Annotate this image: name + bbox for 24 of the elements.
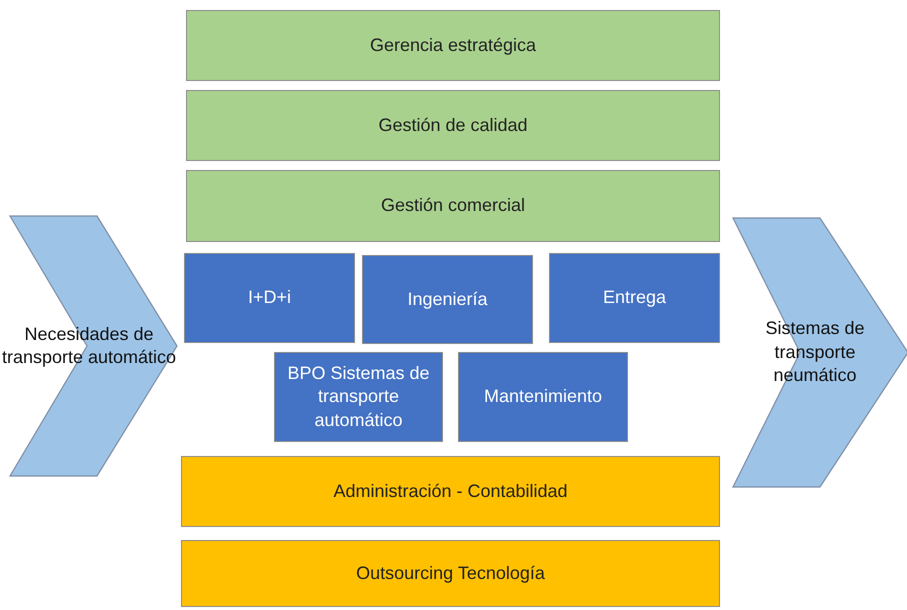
node-label: Administración - Contabilidad [333,480,568,503]
node-label: Mantenimiento [484,385,602,408]
node-label: Gerencia estratégica [370,34,536,57]
node-label: Gestión de calidad [378,114,528,137]
node-label: BPO Sistemas de transporte automático [286,362,431,432]
process-box [184,253,355,343]
node-label: Sistemas de transporte neumático [764,317,866,388]
node-label: Ingeniería [407,288,488,311]
node-label: Gestión comercial [380,194,526,218]
support-band [181,540,720,607]
process-band [186,170,720,242]
output-chevron [733,218,907,487]
node-label: Necesidades de transporte automático [1,322,177,369]
process-box [458,352,628,442]
process-box [274,352,443,442]
node-label: I+D+i [248,286,292,310]
process-box [362,255,533,344]
process-band [186,10,720,81]
input-chevron [0,216,178,476]
process-box [549,253,720,343]
process-band [186,90,720,161]
node-label: Outsourcing Tecnología [356,562,545,585]
support-band [181,456,720,527]
node-label: Entrega [602,286,666,310]
